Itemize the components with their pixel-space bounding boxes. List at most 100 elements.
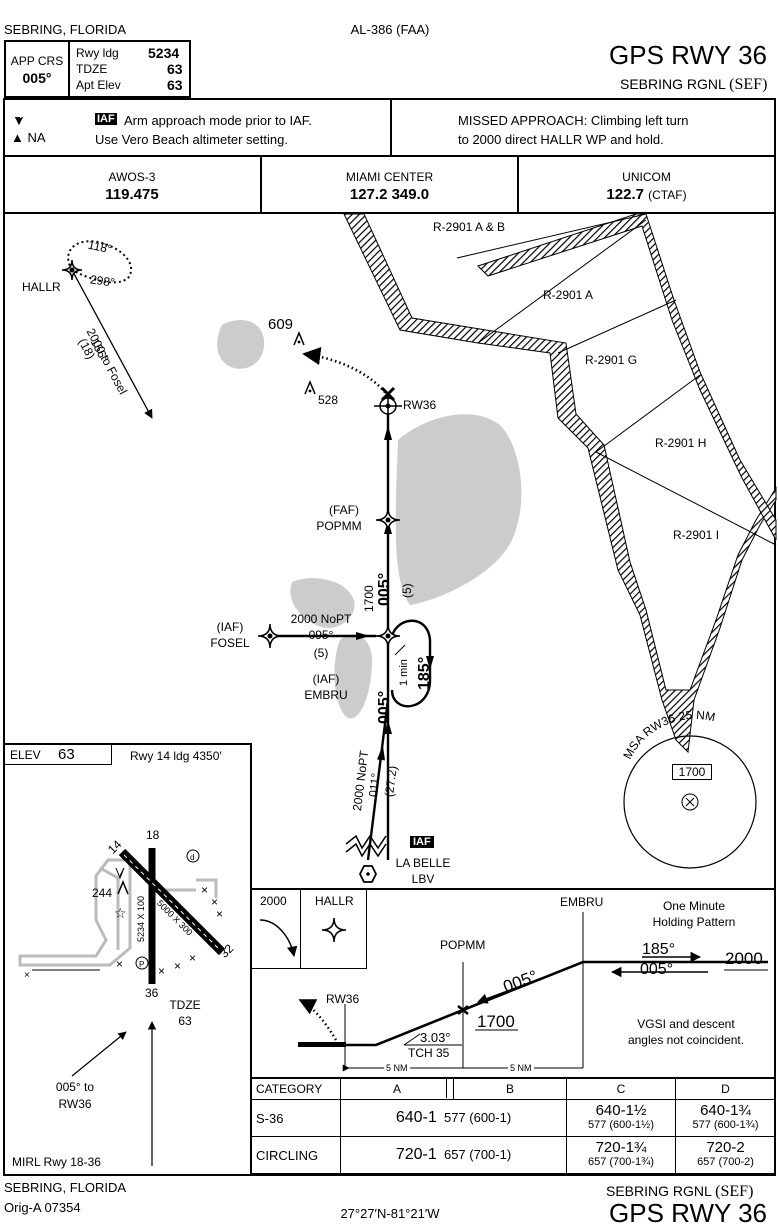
profile-ma-alt: 2000 — [260, 894, 287, 908]
obstacle-609-icon — [293, 331, 305, 346]
comm-awos-name: AWOS-3 — [108, 170, 156, 184]
lbv-id-label: LBV — [411, 872, 435, 886]
embru-label: EMBRU — [304, 688, 348, 702]
faf-tag: (FAF) — [329, 503, 359, 517]
fosel-iaf-tag: (IAF) — [216, 620, 244, 634]
alternate-minimums-icon: ▲ — [11, 130, 24, 145]
svg-text:×: × — [211, 895, 218, 909]
embru-hold — [390, 619, 432, 708]
airport-beacon-star-icon: ☆ — [114, 905, 127, 921]
apt-elev-label: Apt Elev — [76, 78, 121, 92]
holding-altitude: 2000 — [725, 949, 763, 968]
tdze-label: TDZE — [76, 62, 108, 76]
obstacle-528-icon — [304, 380, 316, 395]
min-c-main: 640-1½ — [595, 1102, 647, 1119]
profile-ma-climb-icon — [259, 919, 298, 958]
obstacle-528-label: 528 — [318, 393, 339, 407]
app-crs-value: 005° — [22, 70, 52, 86]
msa-altitude: 1700 — [672, 764, 712, 780]
comm-awos-freq: 119.475 — [105, 186, 159, 203]
briefing-box: APP CRS 005° Rwy ldg 5234 TDZE 63 Apt El… — [4, 40, 191, 98]
min-d-sub: 657 (700-2) — [697, 1156, 754, 1168]
obstacle-609-label: 609 — [268, 316, 294, 333]
fosel-label: FOSEL — [210, 636, 250, 650]
min-header-d: D — [675, 1078, 776, 1100]
min-ab-main: 640-1 — [395, 1109, 437, 1126]
fosel-course-label: 095° — [308, 628, 334, 642]
lake-jackson — [395, 414, 522, 605]
note-line-2: Use Vero Beach altimeter setting. — [95, 132, 288, 147]
airport-id: (SEF) — [729, 76, 768, 93]
restricted-area-boundary — [343, 213, 777, 754]
popmm-waypoint-icon — [375, 507, 401, 533]
min-d-sub: 577 (600-1¾) — [692, 1119, 759, 1131]
svg-text:×: × — [158, 964, 165, 978]
svg-text:×: × — [116, 957, 123, 971]
fosel-waypoint-icon — [257, 623, 283, 649]
comm-unicom-ctaf: (CTAF) — [648, 188, 687, 202]
procedure-title: GPS RWY 36 — [609, 40, 767, 70]
footer-airport-id: (SEF) — [715, 1183, 754, 1200]
min-c-sub: 577 (600-1½) — [587, 1119, 655, 1131]
profile-ma-fix: HALLR — [315, 894, 354, 908]
rwy-ldg-value: 5234 — [148, 45, 180, 61]
alternate-na-label: NA — [27, 130, 46, 145]
runway-36-label: 36 — [145, 986, 159, 1000]
tdze-value: 63 — [167, 61, 183, 77]
vgsi-note-1: VGSI and descent — [637, 1017, 735, 1031]
missed-approach-line-2: to 2000 direct HALLR WP and hold. — [458, 132, 664, 147]
hallr-label: HALLR — [22, 280, 61, 294]
profile-glidepath-angle: 3.03° — [420, 1030, 451, 1045]
hallr-hold — [67, 240, 153, 419]
svg-text:×: × — [189, 951, 196, 965]
elev-value: 63 — [58, 746, 75, 763]
svg-text:P: P — [139, 960, 144, 969]
missed-approach-line-1: MISSED APPROACH: Climbing left turn — [458, 113, 689, 128]
min-ab-main: 720-1 — [395, 1146, 437, 1163]
rwy14-ldg-label: Rwy 14 ldg 4350′ — [130, 749, 222, 763]
svg-text:×: × — [216, 907, 223, 921]
sketch-tdze-label: TDZE — [169, 998, 201, 1012]
min-header-a: A — [340, 1078, 454, 1100]
location-label: SEBRING, FLORIDA — [4, 22, 127, 37]
rwy-ldg-label: Rwy ldg — [76, 46, 119, 60]
airspace-r2901-i: R-2901 I — [673, 528, 720, 542]
comm-center-name: MIAMI CENTER — [345, 170, 434, 184]
elev-label: ELEV — [10, 748, 41, 762]
min-c-main: 720-1¾ — [595, 1139, 647, 1156]
footer-title: GPS RWY 36 — [609, 1198, 767, 1228]
obstacle-244-icon — [117, 880, 129, 895]
min-d-main: 640-1¾ — [700, 1102, 751, 1119]
note-line-1: Arm approach mode prior to IAF. — [124, 113, 312, 128]
app-crs-label: APP CRS — [10, 54, 64, 68]
fosel-dist-label: (5) — [313, 646, 329, 660]
rw36-waypoint-icon — [374, 386, 402, 420]
lbv-name-label: LA BELLE — [395, 856, 451, 870]
profile-dist-2: 5 NM — [508, 1063, 534, 1073]
min-ab-sub: 577 (600-1) — [443, 1110, 512, 1125]
minimums-table: CATEGORY A B C D S-36 640-1 577 (600-1) … — [251, 1078, 776, 1174]
airspace-r2901-g: R-2901 G — [585, 353, 638, 367]
not-to-scale-icon — [345, 834, 387, 850]
fosel-alt-label: 2000 NoPT — [290, 612, 352, 626]
min-header-c: C — [566, 1078, 676, 1100]
chart-frame — [3, 98, 776, 1176]
takeoff-minimums-letter: T — [18, 110, 24, 120]
vgsi-note-2: angles not coincident. — [627, 1033, 745, 1047]
iaf-tag: IAF — [95, 113, 117, 125]
popmm-label: POPMM — [316, 519, 362, 533]
min-d-main: 720-2 — [706, 1139, 745, 1156]
lbv-feeder-line — [366, 699, 390, 861]
footer-location: SEBRING, FLORIDA — [4, 1180, 127, 1195]
lake-north — [217, 320, 265, 369]
footer-amendment: Orig-A 07354 — [4, 1200, 81, 1215]
min-header-category: CATEGORY — [251, 1078, 341, 1100]
comm-unicom-name: UNICOM — [622, 170, 671, 184]
profile-faf-altitude: 1700 — [477, 1012, 515, 1031]
min-c-sub: 657 (700-1¾) — [587, 1156, 655, 1168]
svg-text:d: d — [190, 853, 194, 862]
